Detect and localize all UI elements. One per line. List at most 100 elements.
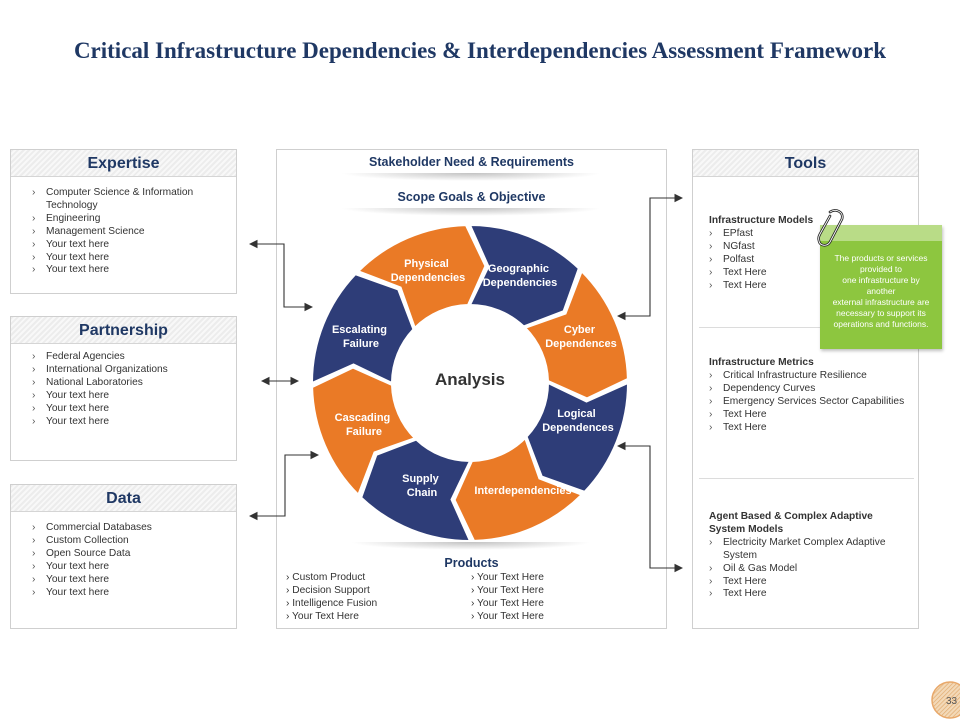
agent-models-section: Agent Based & Complex Adaptive System Mo… xyxy=(709,511,909,601)
list-item: › Your Text Here xyxy=(471,585,544,596)
scope-label: Scope Goals & Objective xyxy=(397,190,546,204)
connector-arrows xyxy=(248,193,684,573)
list-item: › Your Text Here xyxy=(471,572,544,583)
infrastructure-metrics-title: Infrastructure Metrics xyxy=(709,357,814,368)
segment-escalating xyxy=(310,273,415,385)
list-item: Management Science xyxy=(32,226,232,239)
arrow-tools-bottom xyxy=(618,445,684,573)
agent-models-title: Agent Based & Complex Adaptive System Mo… xyxy=(709,511,873,535)
list-item: Your text here xyxy=(32,587,232,600)
segment-labels: Physical Dependencies Geographic Depende… xyxy=(332,258,617,499)
segment-label-supply: Supply Chain xyxy=(402,473,442,499)
products-heading: Products xyxy=(444,556,499,570)
sticky-note-text: The products or services provided to one… xyxy=(832,253,930,329)
segment-label-physical: Physical Dependencies xyxy=(391,258,466,284)
stakeholder-label: Stakeholder Need & Requirements xyxy=(369,155,574,169)
segment-label-cascading: Cascading Failure xyxy=(335,412,394,438)
shade-divider xyxy=(340,173,602,181)
list-item: › Your Text Here xyxy=(286,611,359,622)
list-item: Commercial Databases xyxy=(32,522,232,535)
partnership-list: Federal Agencies International Organizat… xyxy=(32,351,232,428)
list-item: Electricity Market Complex Adaptive Syst… xyxy=(709,537,909,563)
arrow-tools-top xyxy=(618,193,684,317)
list-item: Custom Collection xyxy=(32,535,232,548)
center-hub xyxy=(394,307,546,459)
segment-label-logical: Logical Dependences xyxy=(542,408,614,434)
partnership-panel: Partnership Federal Agencies Internation… xyxy=(10,316,237,461)
list-item: Emergency Services Sector Capabilities xyxy=(709,396,909,409)
list-item: National Laboratories xyxy=(32,377,232,390)
agent-models-list: Electricity Market Complex Adaptive Syst… xyxy=(709,537,909,602)
tools-panel: Tools Infrastructure Models EPfast NGfas… xyxy=(692,149,919,629)
arrow-expertise xyxy=(248,239,312,308)
data-list: Commercial Databases Custom Collection O… xyxy=(32,522,232,599)
expertise-panel: Expertise Computer Science & Information… xyxy=(10,149,237,294)
list-item: Text Here xyxy=(709,409,909,422)
list-item: Federal Agencies xyxy=(32,351,232,364)
segment-interdependencies xyxy=(453,436,584,542)
list-item: › Intelligence Fusion xyxy=(286,598,378,609)
list-item: Your text here xyxy=(32,416,232,429)
page-number: 33 xyxy=(946,696,958,707)
segment-logical xyxy=(525,381,630,493)
list-item: Your text here xyxy=(32,239,232,252)
list-item: Your text here xyxy=(32,574,232,587)
list-item: Your text here xyxy=(32,264,232,277)
segment-physical xyxy=(356,224,487,330)
list-item: Your text here xyxy=(32,390,232,403)
segment-cyber xyxy=(523,269,629,400)
infrastructure-models-list: EPfast NGfast Polfast Text Here Text Her… xyxy=(709,228,909,293)
list-item: Computer Science & Information Technolog… xyxy=(32,187,232,213)
list-item: Your text here xyxy=(32,403,232,416)
list-item: Polfast xyxy=(709,254,909,267)
page-number-badge: 33 xyxy=(931,681,960,719)
section-divider xyxy=(699,327,914,328)
shade-divider xyxy=(340,208,602,216)
list-item: Dependency Curves xyxy=(709,383,909,396)
segment-label-geographic: Geographic Dependencies xyxy=(483,263,558,289)
products-list-right: › Your Text Here › Your Text Here › Your… xyxy=(471,571,651,623)
data-heading: Data xyxy=(11,485,236,512)
segment-geographic xyxy=(468,223,580,328)
sticky-note-tab xyxy=(820,225,942,241)
list-item: Open Source Data xyxy=(32,548,232,561)
list-item: › Your Text Here xyxy=(471,598,544,609)
analysis-label: Analysis xyxy=(435,370,505,389)
infrastructure-models-section: Infrastructure Models EPfast NGfast Polf… xyxy=(709,215,909,292)
list-item: › Custom Product xyxy=(286,572,366,583)
paperclip-icon xyxy=(817,209,844,247)
expertise-list: Computer Science & Information Technolog… xyxy=(32,187,232,277)
list-item: EPfast xyxy=(709,228,909,241)
list-item: Oil & Gas Model xyxy=(709,563,909,576)
list-item: › Decision Support xyxy=(286,585,370,596)
products-list-left: › Custom Product › Decision Support › In… xyxy=(286,571,466,623)
list-item: Text Here xyxy=(709,588,909,601)
arrow-data xyxy=(248,454,318,521)
sticky-note: The products or services provided to one… xyxy=(820,225,942,349)
tools-heading: Tools xyxy=(693,150,918,177)
list-item: International Organizations xyxy=(32,364,232,377)
partnership-heading: Partnership xyxy=(11,317,236,344)
list-item: Engineering xyxy=(32,213,232,226)
infrastructure-metrics-section: Infrastructure Metrics Critical Infrastr… xyxy=(709,357,909,434)
list-item: Your text here xyxy=(32,252,232,265)
expertise-heading: Expertise xyxy=(11,150,236,177)
page-title: Critical Infrastructure Dependencies & I… xyxy=(73,38,887,63)
segment-label-interdependencies: Interdependencies xyxy=(474,485,571,497)
list-item: › Your Text Here xyxy=(471,611,544,622)
list-item: Critical Infrastructure Resilience xyxy=(709,370,909,383)
list-item: Text Here xyxy=(709,267,909,280)
list-item: NGfast xyxy=(709,241,909,254)
data-panel: Data Commercial Databases Custom Collect… xyxy=(10,484,237,629)
list-item: Text Here xyxy=(709,280,909,293)
segment-supply xyxy=(360,438,472,543)
section-divider xyxy=(699,478,914,479)
cycle-segments xyxy=(310,223,630,543)
segment-cascading xyxy=(311,366,417,497)
shade-divider xyxy=(350,542,592,550)
infrastructure-models-title: Infrastructure Models xyxy=(709,215,814,226)
list-item: Text Here xyxy=(709,576,909,589)
list-item: Text Here xyxy=(709,422,909,435)
list-item: Your text here xyxy=(32,561,232,574)
